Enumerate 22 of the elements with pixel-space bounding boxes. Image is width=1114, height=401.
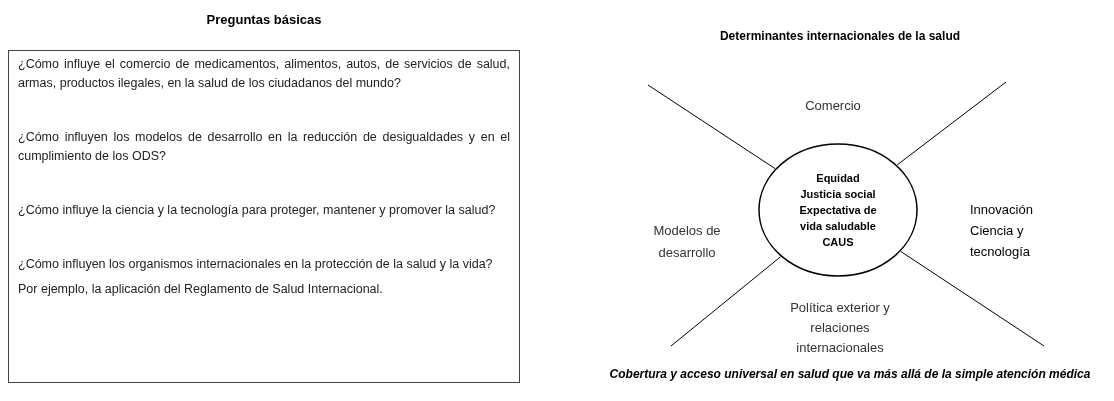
paragraph: Por ejemplo, la aplicación del Reglamento de Salud Internacional. xyxy=(18,280,384,298)
line xyxy=(647,84,776,170)
title: Determinantes internacionales de la salud xyxy=(718,28,962,45)
heading: Preguntas básicas xyxy=(205,11,323,29)
paragraph: ¿Cómo influye el comercio de medicamentos, alimentos, autos, de servicios de salud, armas, productos ilegales, en la salud de los ciudadanos del mundo? xyxy=(18,55,510,92)
circle-text: Expectativa de vida saludable xyxy=(798,203,878,234)
line xyxy=(896,81,1007,166)
paragraph: ¿Cómo influyen los modelos de desarrollo en la reducción de desigualdades y en el cumplimiento de los ODS? xyxy=(18,128,510,165)
label: Comercio xyxy=(804,97,862,115)
center-circle xyxy=(758,143,918,277)
paragraph: ¿Cómo influyen los organismos internacionales en la protección de la salud y la vida? xyxy=(18,255,494,273)
caption: Cobertura y acceso universal en salud que va más allá de la simple atención médica xyxy=(608,366,1092,383)
paragraph: ¿Cómo influye la ciencia y la tecnología para proteger, mantener y promover la salud? xyxy=(18,201,497,219)
circle-text: Justicia social xyxy=(799,187,877,202)
line xyxy=(670,256,782,347)
label: Innovación xyxy=(970,201,1033,219)
label: Ciencia y tecnología xyxy=(970,222,1031,261)
circle-text: CAUS xyxy=(821,235,855,250)
line xyxy=(900,251,1045,347)
label: Modelos de desarrollo xyxy=(652,222,722,262)
label: Política exterior y relaciones internacionales xyxy=(789,299,891,357)
circle-text: Equidad xyxy=(815,171,861,186)
